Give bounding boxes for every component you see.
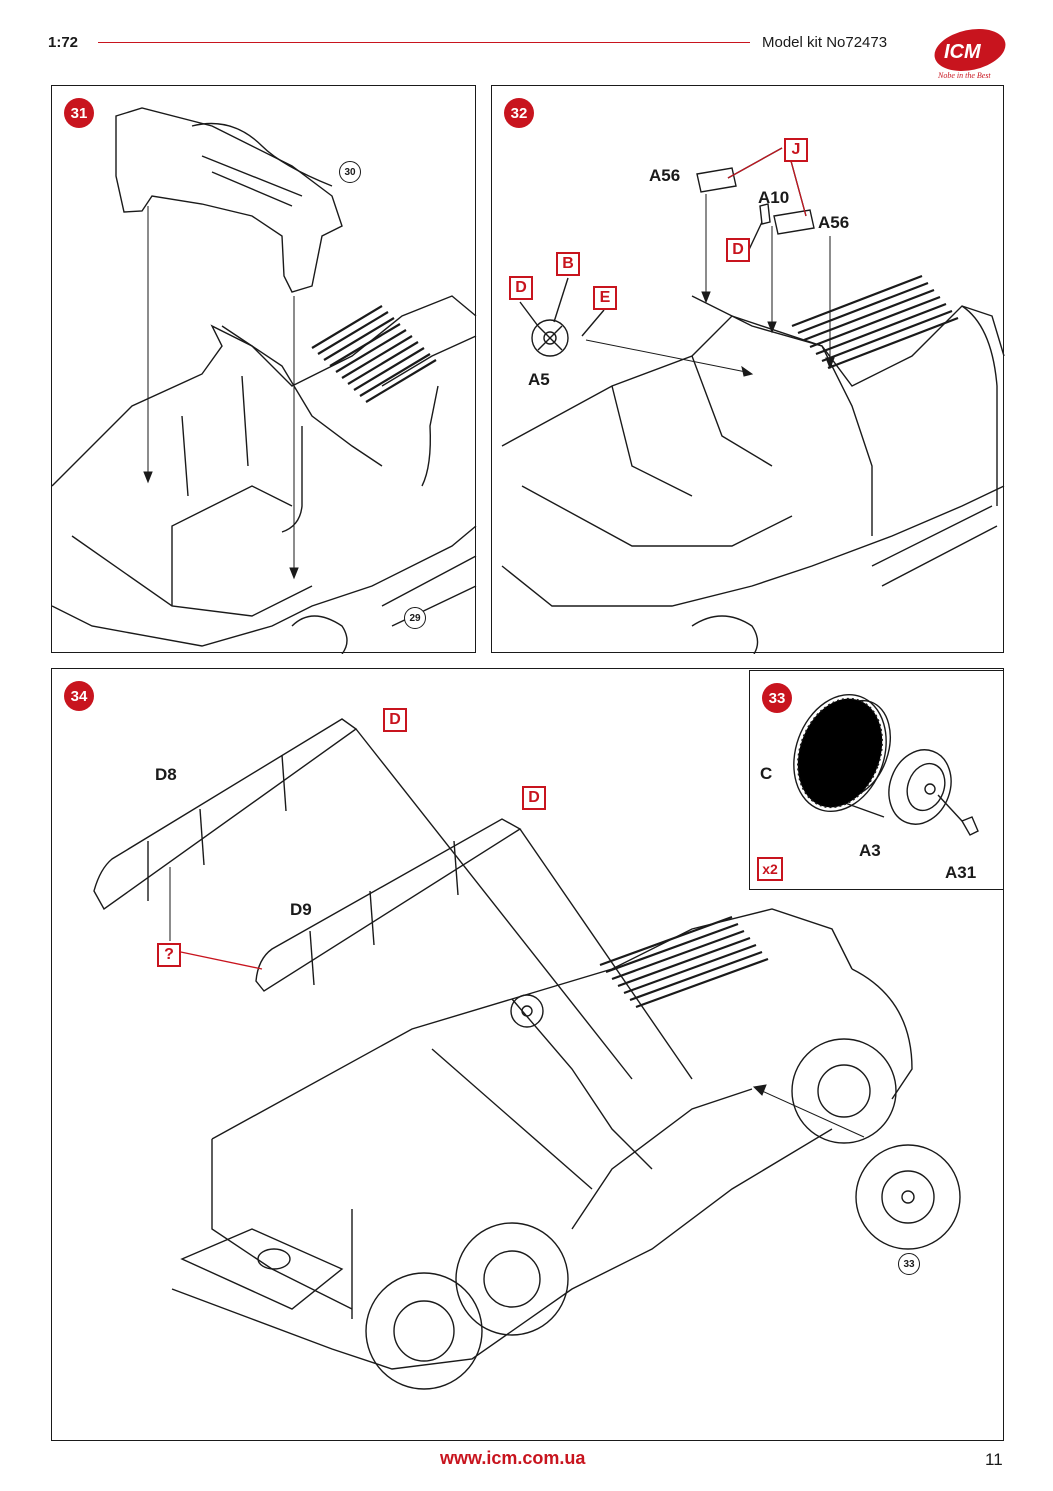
part-label-a3: A3 [859, 841, 881, 860]
step-33-badge: 33 [762, 683, 792, 713]
part-label-d8: D8 [155, 765, 177, 784]
paint-code-d-a5: D [509, 276, 533, 300]
step-33-drawing [793, 693, 979, 836]
part-label-d9: D9 [290, 900, 312, 919]
part-label-a56-right: A56 [818, 213, 850, 232]
step-ref-33: 33 [898, 1253, 920, 1275]
page-number: 11 [985, 1450, 1003, 1469]
paint-code-j: J [784, 138, 808, 162]
step-34-drawing [93, 718, 961, 1390]
logo-tagline: Nobe in the Best [937, 71, 991, 80]
paint-code-b: B [556, 252, 580, 276]
part-label-a56-left: A56 [649, 166, 681, 185]
step-32-badge: 32 [504, 98, 534, 128]
step-32-drawing [501, 147, 1005, 654]
header-rule [98, 42, 750, 43]
step-31-badge: 31 [64, 98, 94, 128]
scale-label: 1:72 [48, 34, 79, 51]
part-label-a31: A31 [945, 863, 977, 882]
website-url[interactable]: www.icm.com.ua [440, 1448, 586, 1468]
paint-code-unknown: ? [157, 943, 181, 967]
paint-code-d-d9: D [522, 786, 546, 810]
part-label-a10: A10 [758, 188, 790, 207]
paint-code-e: E [593, 286, 617, 310]
logo-text: ICM [944, 41, 982, 63]
model-kit-number: Model kit No72473 [762, 34, 888, 51]
step-32-panel: 32 A56 A10 A56 A5 J D B D E [491, 85, 1005, 654]
icm-logo: ICM Nobe in the Best [934, 29, 1006, 80]
paint-code-d-d8: D [383, 708, 407, 732]
part-label-a5: A5 [528, 370, 550, 389]
step-31-drawing [52, 107, 477, 654]
step-33-panel: 33 C A3 A31 x2 [749, 670, 1004, 890]
step-ref-30: 30 [339, 161, 361, 183]
part-label-c: C [760, 764, 773, 783]
step-31-panel: 31 30 29 [51, 85, 477, 654]
quantity-multiplier: x2 [757, 857, 783, 881]
step-ref-29: 29 [404, 607, 426, 629]
paint-code-d-a10: D [726, 238, 750, 262]
step-34-badge: 34 [64, 681, 94, 711]
